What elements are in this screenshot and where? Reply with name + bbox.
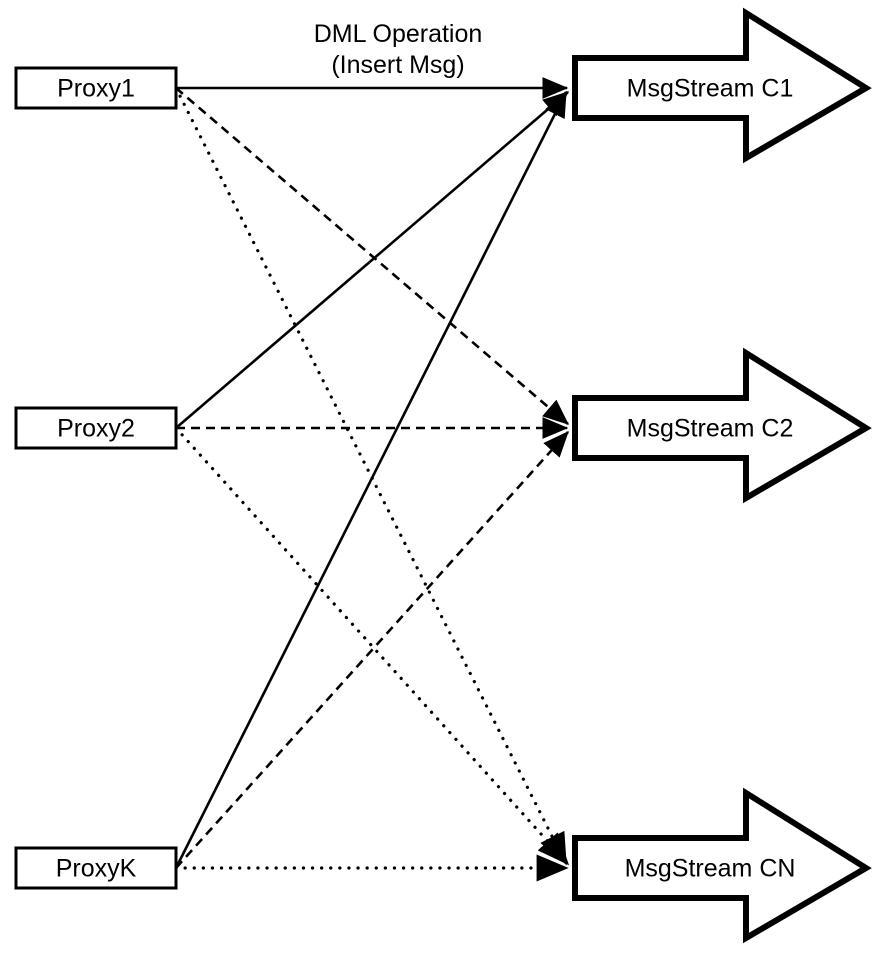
- stream-c2-label: MsgStream C2: [627, 415, 794, 443]
- edge-proxyk-to-stream-c2: [175, 431, 569, 869]
- proxy1-box[interactable]: [14, 66, 178, 110]
- edge-group: [174, 77, 570, 882]
- stream-node-c1[interactable]: MsgStream C1: [572, 7, 872, 164]
- annotation-line-2: (Insert Msg): [331, 51, 464, 79]
- proxy1-label: Proxy1: [57, 75, 135, 103]
- proxy-node-proxy2[interactable]: Proxy2: [14, 406, 178, 450]
- edge-proxy1-to-stream-c2: [175, 87, 569, 425]
- edge-proxy2-to-stream-c1: [175, 91, 569, 429]
- stream-cn-label: MsgStream CN: [625, 855, 796, 883]
- proxyk-box[interactable]: [14, 846, 178, 890]
- proxy-node-proxyk[interactable]: ProxyK: [14, 846, 178, 890]
- stream-c2-arrow-shape[interactable]: [572, 347, 872, 504]
- stream-node-cn[interactable]: MsgStream CN: [572, 787, 872, 944]
- edge-proxyk-to-stream-c1: [174, 90, 568, 869]
- proxy2-box[interactable]: [14, 406, 178, 450]
- proxy2-label: Proxy2: [57, 415, 135, 443]
- edge-proxy1-to-stream-cn: [174, 86, 568, 866]
- proxy-node-proxy1[interactable]: Proxy1: [14, 66, 178, 110]
- stream-c1-label: MsgStream C1: [627, 75, 794, 103]
- stream-c1-arrow-shape[interactable]: [572, 7, 872, 164]
- dml-operation-annotation: DML Operation (Insert Msg): [314, 20, 483, 79]
- stream-cn-arrow-shape[interactable]: [572, 787, 872, 944]
- stream-node-c2[interactable]: MsgStream C2: [572, 347, 872, 504]
- proxyk-label: ProxyK: [56, 855, 137, 883]
- edge-proxy2-to-stream-cn: [174, 426, 570, 866]
- annotation-line-1: DML Operation: [314, 20, 483, 48]
